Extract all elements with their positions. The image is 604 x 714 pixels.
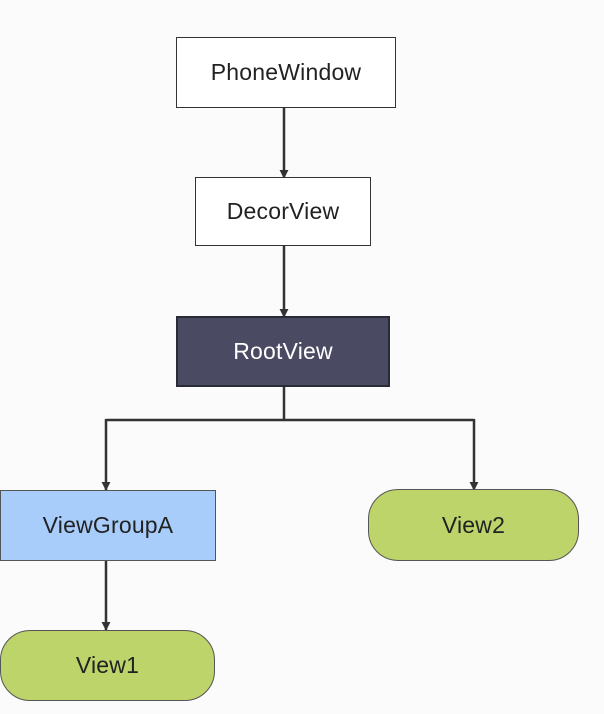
node-viewgroupa: ViewGroupA bbox=[0, 490, 216, 561]
node-view2-label: View2 bbox=[441, 511, 506, 538]
node-view1-label: View1 bbox=[75, 652, 140, 678]
node-viewgroupa-label: ViewGroupA bbox=[42, 512, 174, 538]
node-phonewindow: PhoneWindow bbox=[176, 37, 396, 108]
node-phonewindow-label: PhoneWindow bbox=[210, 59, 362, 85]
node-decorview: DecorView bbox=[195, 177, 371, 246]
node-decorview-label: DecorView bbox=[226, 198, 340, 224]
node-view2: View2 bbox=[368, 489, 579, 561]
node-view1: View1 bbox=[0, 630, 215, 701]
node-rootview: RootView bbox=[176, 316, 390, 387]
node-rootview-label: RootView bbox=[233, 338, 333, 364]
